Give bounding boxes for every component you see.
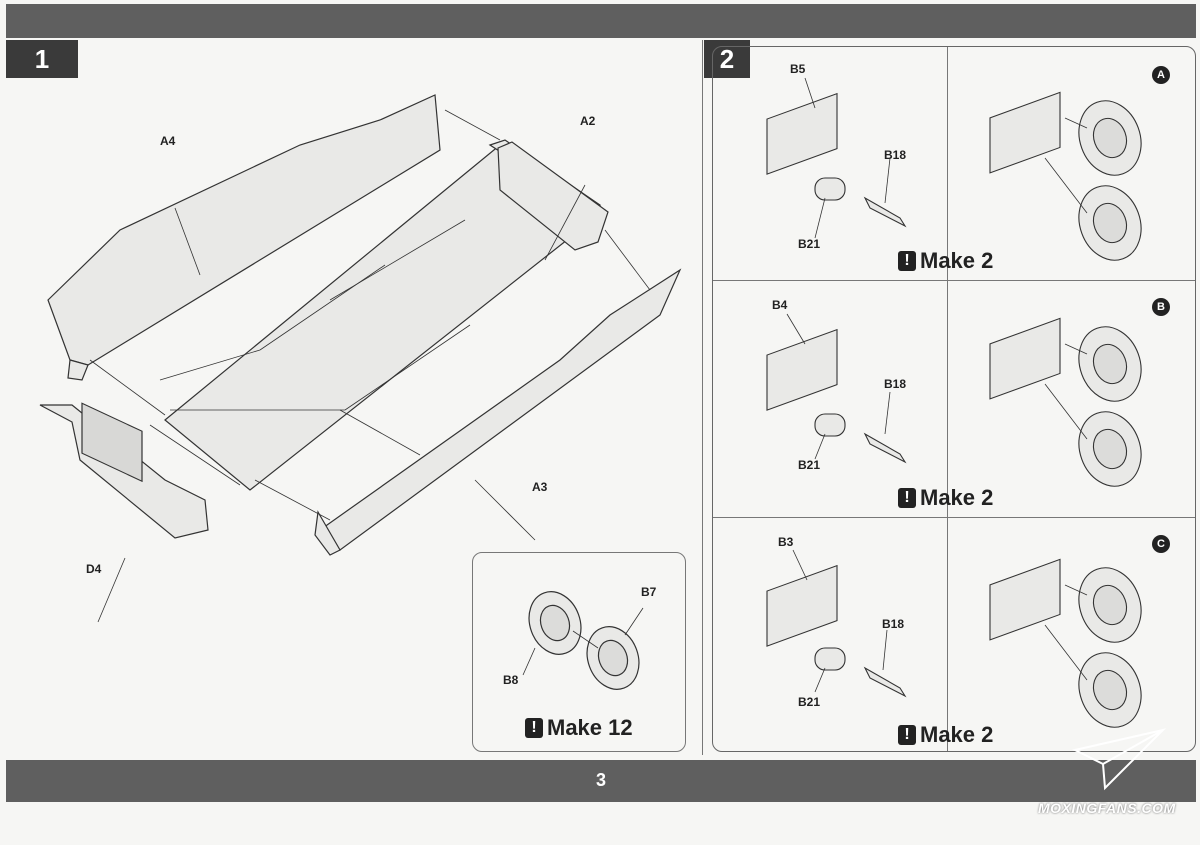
part-label-a3: A3 <box>532 480 548 494</box>
make-2-note-b: ! Make 2 <box>898 485 993 511</box>
column-divider <box>947 47 948 751</box>
row-badge-a: A <box>1152 66 1170 84</box>
warning-icon: ! <box>525 718 543 738</box>
part-label-b18-b: B18 <box>884 377 907 391</box>
part-label-b7: B7 <box>641 585 657 599</box>
part-label-b18-a: B18 <box>884 148 907 162</box>
make-12-text: Make 12 <box>547 715 633 740</box>
paper-plane-logo <box>1072 728 1167 791</box>
part-label-b8: B8 <box>503 673 519 687</box>
wheel-inset: B7 B8 ! Make 12 <box>472 552 686 752</box>
part-label-b21-c: B21 <box>798 695 821 709</box>
page-number: 3 <box>595 770 606 790</box>
make-2-note-a: ! Make 2 <box>898 248 993 274</box>
part-label-b18-c: B18 <box>882 617 905 631</box>
make-12-note: ! Make 12 <box>525 715 633 741</box>
warning-icon: ! <box>898 251 916 271</box>
suspension-assembly-b <box>766 313 1142 487</box>
part-label-b3: B3 <box>778 535 794 549</box>
header-bar <box>6 4 1196 38</box>
footer-bar: 3 <box>6 760 1196 802</box>
make-2-text-b: Make 2 <box>920 485 994 510</box>
make-2-text-a: Make 2 <box>920 248 994 273</box>
wheel-diagram <box>522 591 644 690</box>
row-divider <box>713 517 1195 518</box>
part-label-b21-a: B21 <box>798 237 821 251</box>
make-2-text-c: Make 2 <box>920 722 994 747</box>
panel-a2 <box>497 141 609 251</box>
part-label-a2: A2 <box>580 114 596 128</box>
row-divider <box>713 280 1195 281</box>
suspension-assembly-c <box>766 549 1142 728</box>
truck-bed-exploded-diagram <box>39 94 682 623</box>
part-label-b4: B4 <box>772 298 788 312</box>
warning-icon: ! <box>898 725 916 745</box>
watermark-text: MOXINGFANS.COM <box>1038 800 1176 816</box>
make-2-note-c: ! Make 2 <box>898 722 993 748</box>
step-1-number: 1 <box>6 40 78 78</box>
row-badge-b: B <box>1152 298 1170 316</box>
part-label-b21-b: B21 <box>798 458 821 472</box>
suspension-assembly-a <box>766 77 1142 261</box>
part-label-d4: D4 <box>86 562 102 576</box>
part-label-a4: A4 <box>160 134 176 148</box>
row-badge-c: C <box>1152 535 1170 553</box>
part-label-b5: B5 <box>790 62 806 76</box>
step-divider <box>702 40 703 755</box>
step-2-panel <box>712 46 1196 752</box>
warning-icon: ! <box>898 488 916 508</box>
